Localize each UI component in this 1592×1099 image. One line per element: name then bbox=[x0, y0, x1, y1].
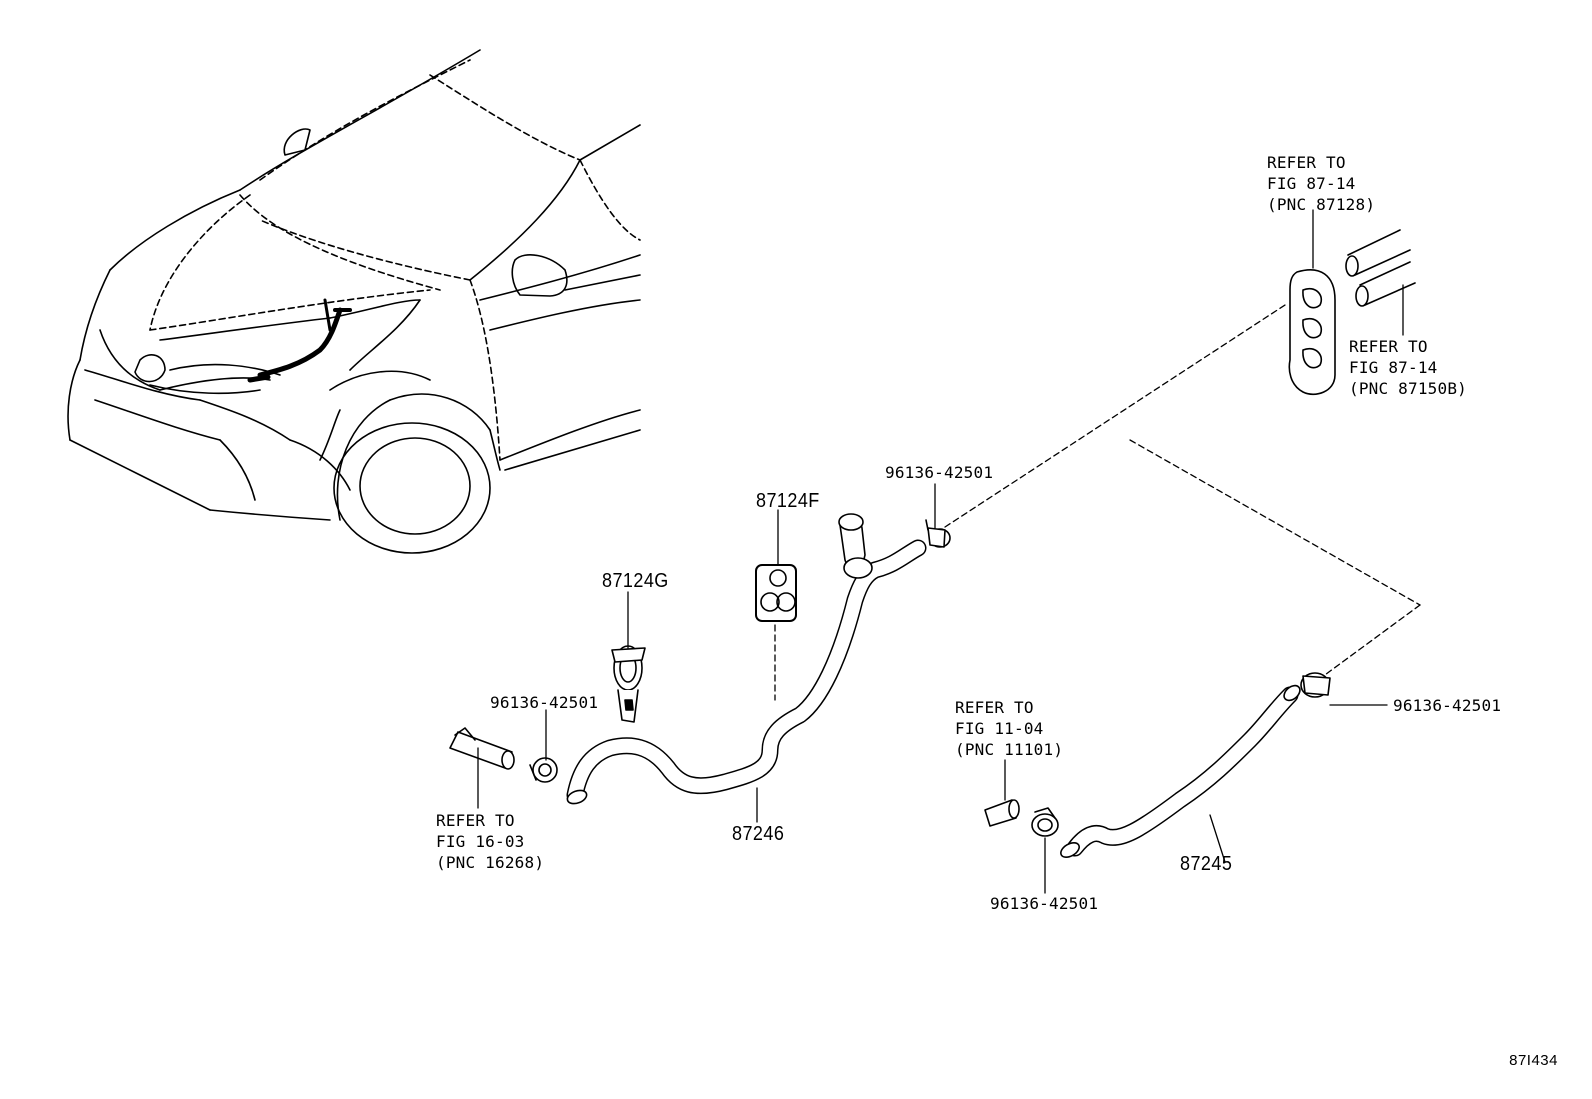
clip-left bbox=[529, 757, 558, 783]
clip-right bbox=[1300, 672, 1331, 698]
label-clip-upper-center: 96136-42501 bbox=[885, 463, 994, 482]
clamp-87124f bbox=[755, 564, 797, 622]
heater-pipes bbox=[1345, 229, 1416, 307]
vehicle-illustration bbox=[67, 49, 641, 554]
ref-right-pipes: REFER TO FIG 87-14 (PNC 87150B) bbox=[1349, 337, 1467, 398]
ref-left-pipe: REFER TO FIG 16-03 (PNC 16268) bbox=[436, 811, 545, 872]
figure-code: 87I434 bbox=[1509, 1052, 1558, 1069]
leader-lines bbox=[477, 209, 1404, 894]
engine-pipe bbox=[984, 799, 1020, 827]
label-clip-bottom: 96136-42501 bbox=[990, 894, 1099, 913]
label-clip-left: 96136-42501 bbox=[490, 693, 599, 712]
ref-engine-pipe: REFER TO FIG 11-04 (PNC 11101) bbox=[955, 698, 1064, 759]
hose-87246 bbox=[566, 513, 927, 805]
label-87245: 87245 bbox=[1180, 853, 1233, 875]
ref-top-right: REFER TO FIG 87-14 (PNC 87128) bbox=[1267, 153, 1376, 214]
hose-87245 bbox=[1060, 684, 1301, 859]
heater-bracket bbox=[1288, 269, 1336, 396]
left-pipe bbox=[449, 727, 515, 770]
label-87124f: 87124F bbox=[756, 490, 820, 512]
label-87124g: 87124G bbox=[602, 570, 669, 592]
label-87246: 87246 bbox=[732, 823, 785, 845]
dashed-leader-lines bbox=[774, 304, 1421, 701]
clamp-87124g bbox=[611, 645, 646, 723]
clip-upper-center bbox=[925, 519, 951, 548]
clip-bottom bbox=[1031, 807, 1059, 837]
label-clip-right: 96136-42501 bbox=[1393, 696, 1502, 715]
